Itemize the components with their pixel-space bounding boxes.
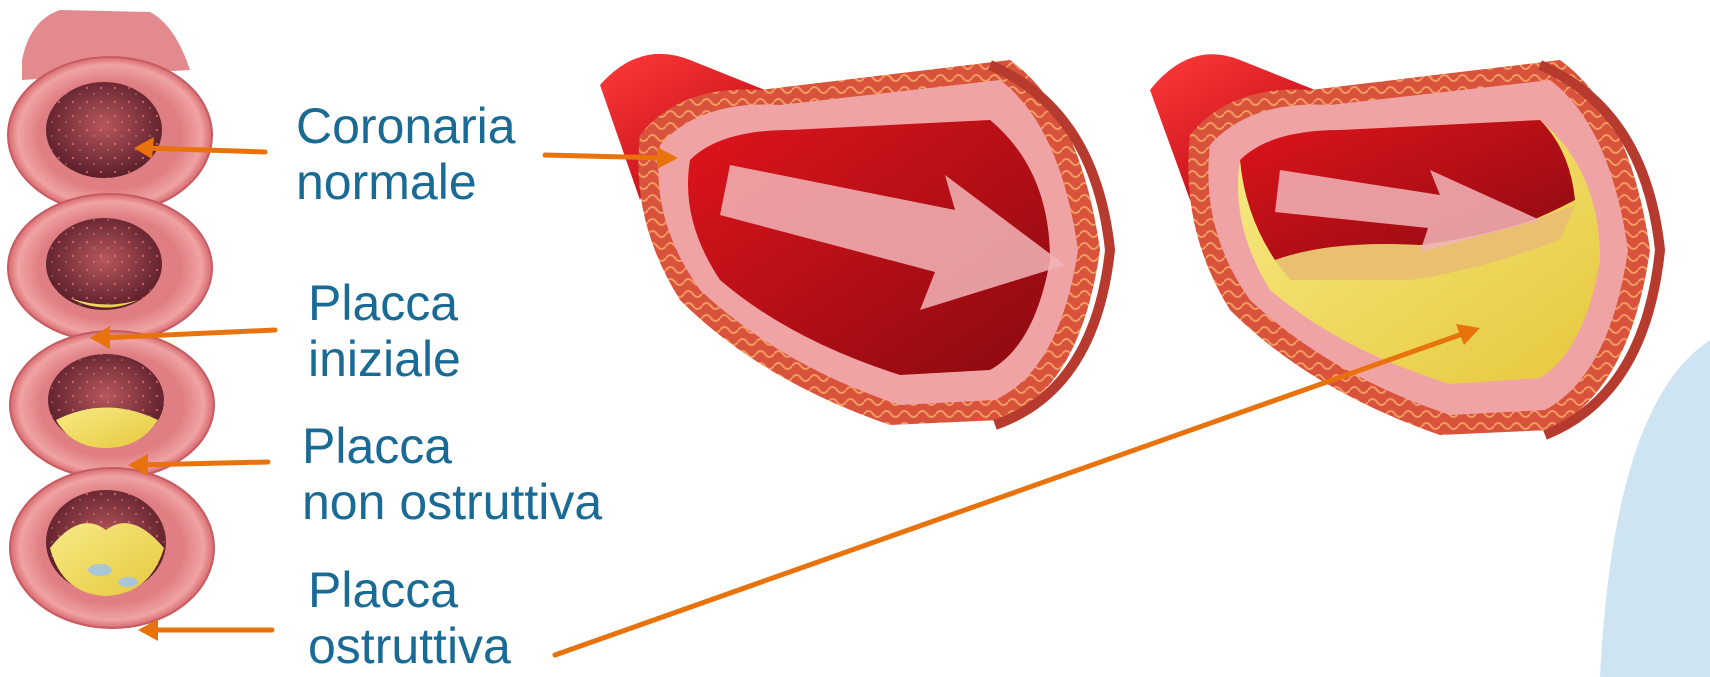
label-nonobstructive-line1: Placca [302,418,602,474]
cross-section-normal [8,57,212,213]
label-normal-line2: normale [296,154,516,210]
background-accent [1600,340,1710,677]
label-obstructive-line2: ostruttiva [308,618,511,674]
obstructed-artery-illustration [1150,54,1660,435]
arrow-normal-to-artery [545,155,665,158]
label-obstructive-plaque: Placca ostruttiva [308,562,511,674]
label-initial-line1: Placca [308,275,461,331]
arrow-nonobstructive-to-section [138,462,268,465]
label-initial-plaque: Placca iniziale [308,275,461,387]
cross-section-nonobstructive-plaque [10,331,214,479]
label-obstructive-line1: Placca [308,562,511,618]
label-normal-coronary: Coronaria normale [296,98,516,210]
label-initial-line2: iniziale [308,331,461,387]
cross-section-initial-plaque [8,194,212,342]
label-normal-line1: Coronaria [296,98,516,154]
normal-artery-illustration [600,54,1110,425]
label-nonobstructive-line2: non ostruttiva [302,474,602,530]
cross-section-obstructive-plaque [10,468,214,628]
label-nonobstructive-plaque: Placca non ostruttiva [302,418,602,530]
